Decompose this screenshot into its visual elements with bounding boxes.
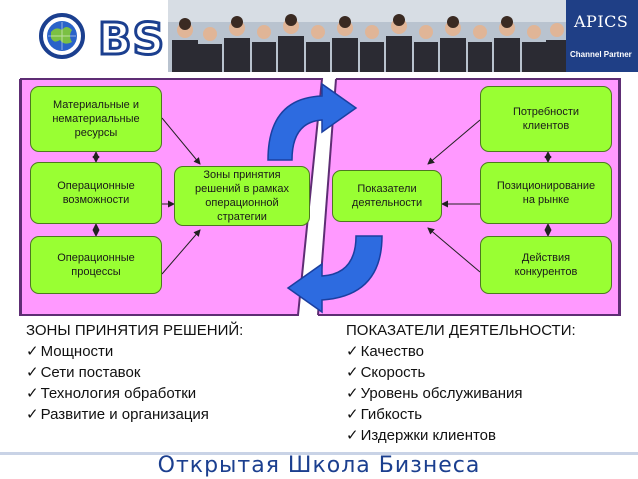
- list-item: Скорость: [346, 362, 576, 383]
- list-item: Технология обработки: [26, 383, 243, 404]
- performance-list: ПОКАЗАТЕЛИ ДЕЯТЕЛЬНОСТИ: Качество Скорос…: [346, 320, 576, 446]
- apics-name: APICS: [574, 12, 629, 31]
- list-item: Издержки клиентов: [346, 425, 576, 446]
- apics-subtitle: Channel Partner: [570, 50, 632, 59]
- list-item: Уровень обслуживания: [346, 383, 576, 404]
- decision-zones-title: ЗОНЫ ПРИНЯТИЯ РЕШЕНИЙ:: [26, 322, 244, 339]
- decision-zones-box: Зоны принятия решений в рамках операцион…: [174, 166, 310, 226]
- customer-needs-box: Потребности клиентов: [480, 86, 612, 152]
- header: BS APICS Channel Partner: [0, 0, 638, 72]
- list-item: Качество: [346, 341, 576, 362]
- footer-divider: [0, 452, 638, 455]
- resources-box: Материальные и нематериальные ресурсы: [30, 86, 162, 152]
- decision-zones-list: ЗОНЫ ПРИНЯТИЯ РЕШЕНИЙ: Мощности Сети пос…: [26, 320, 243, 425]
- performance-box: Показатели деятельности: [332, 170, 442, 222]
- list-item: Развитие и организация: [26, 404, 243, 425]
- team-photo: [168, 0, 566, 72]
- globe-icon: [39, 13, 85, 59]
- list-item: Гибкость: [346, 404, 576, 425]
- positioning-box: Позиционирование на рынке: [480, 162, 612, 224]
- competitors-box: Действия конкурентов: [480, 236, 612, 294]
- processes-box: Операционные процессы: [30, 236, 162, 294]
- cycle-arrows: [267, 82, 383, 314]
- logo-text: BS: [96, 13, 166, 67]
- capabilities-box: Операционные возможности: [30, 162, 162, 224]
- school-name: Открытая Школа Бизнеса: [157, 453, 481, 478]
- list-item: Мощности: [26, 341, 243, 362]
- diagram-connectors: [92, 82, 552, 314]
- list-item: Сети поставок: [26, 362, 243, 383]
- obs-logo: BS: [38, 8, 166, 67]
- apics-badge: APICS Channel Partner: [566, 0, 638, 72]
- performance-title: ПОКАЗАТЕЛИ ДЕЯТЕЛЬНОСТИ:: [346, 322, 576, 339]
